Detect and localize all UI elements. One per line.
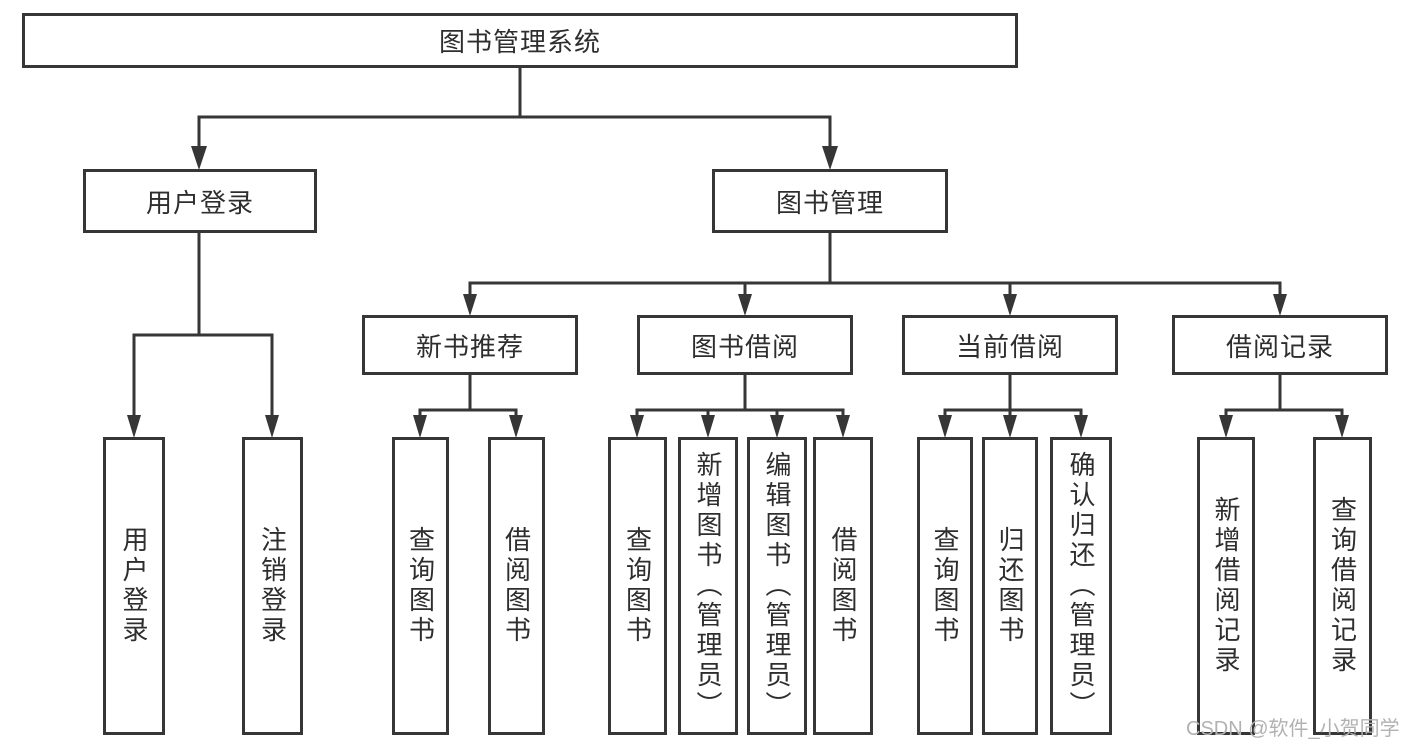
node-label: 新书推荐 bbox=[415, 331, 524, 362]
leaf-add-books-admin: 新增图书（管理员） bbox=[678, 437, 738, 735]
node-label: 确认归还（管理员） bbox=[1066, 451, 1096, 721]
node-label: 新增借阅记录 bbox=[1211, 496, 1241, 676]
node-current-borrow: 当前借阅 bbox=[902, 315, 1118, 375]
node-label: 当前借阅 bbox=[955, 331, 1064, 362]
node-label: 图书借阅 bbox=[690, 331, 799, 362]
node-label: 图书管理系统 bbox=[438, 27, 601, 57]
connector-lines bbox=[132, 66, 1344, 420]
leaf-add-borrow-record: 新增借阅记录 bbox=[1197, 437, 1255, 735]
node-label: 查询借阅记录 bbox=[1327, 496, 1358, 676]
node-label: 查询图书 bbox=[405, 526, 436, 646]
node-library-management-system: 图书管理系统 bbox=[22, 13, 1018, 68]
node-borrow-records: 借阅记录 bbox=[1172, 315, 1388, 375]
csdn-watermark: CSDN @软件_小贺同学 bbox=[1186, 718, 1400, 740]
node-book-management-module: 图书管理 bbox=[712, 169, 948, 233]
leaf-return-books: 归还图书 bbox=[982, 437, 1038, 735]
node-label: 借阅图书 bbox=[501, 526, 532, 646]
leaf-query-books-current: 查询图书 bbox=[917, 437, 973, 735]
node-label: 注销登录 bbox=[257, 526, 288, 646]
node-new-book-recommend: 新书推荐 bbox=[362, 315, 578, 375]
leaf-borrow-books: 借阅图书 bbox=[813, 437, 873, 735]
leaf-query-books-borrow: 查询图书 bbox=[608, 437, 667, 735]
node-label: 用户登录 bbox=[119, 526, 149, 646]
node-label: 用户登录 bbox=[145, 187, 254, 218]
leaf-confirm-return-admin: 确认归还（管理员） bbox=[1050, 437, 1112, 735]
node-book-borrow: 图书借阅 bbox=[637, 315, 853, 375]
connector-arrowheads bbox=[127, 146, 1349, 438]
node-label: 编辑图书（管理员） bbox=[762, 451, 792, 721]
node-label: 借阅图书 bbox=[828, 526, 858, 646]
node-user-login-module: 用户登录 bbox=[83, 169, 317, 233]
leaf-query-borrow-record: 查询借阅记录 bbox=[1313, 437, 1372, 735]
leaf-user-login: 用户登录 bbox=[103, 437, 165, 735]
node-label: 查询图书 bbox=[930, 526, 960, 646]
node-label: 查询图书 bbox=[622, 526, 653, 646]
leaf-edit-books-admin: 编辑图书（管理员） bbox=[747, 437, 807, 735]
node-label: 新增图书（管理员） bbox=[693, 451, 723, 721]
leaf-query-books-recommend: 查询图书 bbox=[392, 437, 449, 735]
leaf-logout: 注销登录 bbox=[242, 437, 303, 735]
leaf-borrow-books-recommend: 借阅图书 bbox=[488, 437, 545, 735]
node-label: 归还图书 bbox=[995, 526, 1025, 646]
node-label: 借阅记录 bbox=[1225, 331, 1334, 362]
node-label: 图书管理 bbox=[775, 187, 884, 218]
